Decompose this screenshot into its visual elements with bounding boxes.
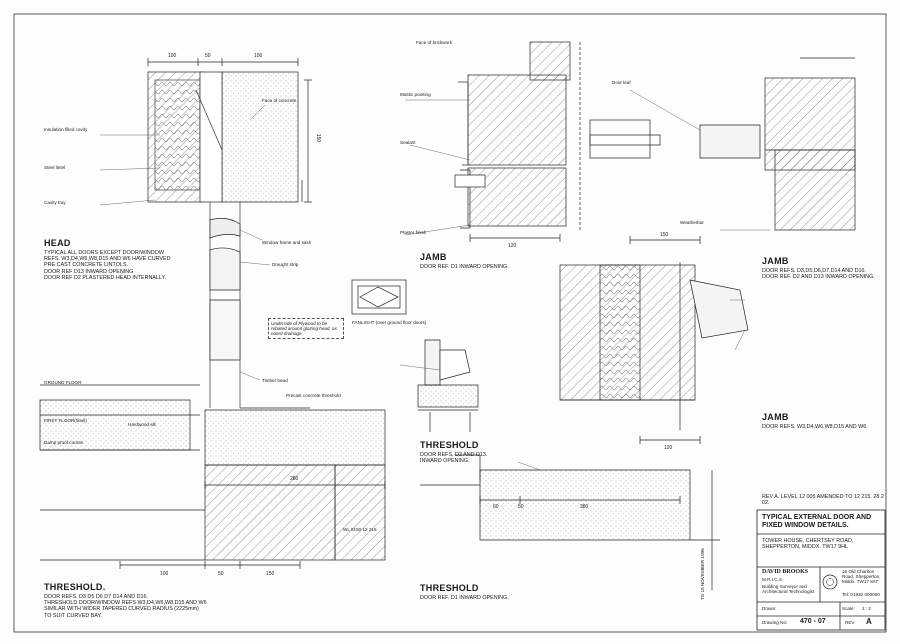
dim-head-100b: 100 <box>254 53 263 59</box>
fanlight-caption: FANLIGHT (over ground floor doors) <box>352 320 427 325</box>
company-address: 16 Old Charlton Road, Shepperton, Middx.… <box>842 569 881 584</box>
threshold-bottom-detail <box>420 454 720 590</box>
threshold-left-title: THRESHOLD. <box>44 582 106 592</box>
callout-face-of-concrete: Face of concrete <box>262 98 297 103</box>
jamb-w-note: DOOR REFS. W3,D4,W6,W8,D15 AND W6. <box>762 424 868 430</box>
scale-value: 1 : 2 <box>862 606 871 611</box>
callout-face-of-brickwork: Face of brickwork <box>416 40 452 45</box>
dim-jamb-d1: 120 <box>508 243 517 249</box>
dim-threshold-b-380: 380 <box>580 504 589 510</box>
callout-underside: Underside of Plywood to be rebated aroun… <box>268 318 344 339</box>
sheet-address: TOWER HOUSE, CHERTSEY ROAD, SHEPPERTON, … <box>762 538 854 551</box>
jamb-d1-detail <box>454 41 571 242</box>
jamb-right-title: JAMB <box>762 256 789 266</box>
head-notes: TYPICAL ALL DOORS EXCEPT DOOR/WINDOW REF… <box>44 250 171 281</box>
callout-weatherbar: Weatherbar <box>680 220 704 225</box>
dim-threshold-280: 280 <box>290 476 299 482</box>
sheet-title: TYPICAL EXTERNAL DOOR AND FIXED WINDOW D… <box>762 514 872 529</box>
threshold-bottom-title: THRESHOLD <box>420 583 479 593</box>
leader-lines <box>99 89 770 471</box>
threshold-left-detail <box>39 384 386 569</box>
jamb-w-detail <box>559 236 749 444</box>
head-title: HEAD <box>44 238 71 248</box>
level-ground-floor: GROUND FLOOR <box>44 380 82 385</box>
threshold-left-level: WL 8150 12 215 <box>343 527 377 532</box>
callout-steel-lintel: Steel lintel <box>44 165 66 170</box>
rev-value: A <box>866 617 872 626</box>
level-first-floor: FIRST FLOOR(lintel) <box>44 418 87 423</box>
revision-note: REV A. LEVEL 12 005 AMENDED TO 12 215. 2… <box>762 494 884 507</box>
company-seal-icon <box>822 574 838 590</box>
dim-threshold-b-50: 50 <box>518 504 524 510</box>
callout-timber-bead: Timber bead <box>262 378 288 383</box>
dim-threshold-150: 150 <box>266 571 275 577</box>
fanlight-detail <box>351 279 407 315</box>
company-tel: Tel: 01932 000000 <box>842 592 880 597</box>
jamb-d1-title: JAMB <box>420 252 447 262</box>
dim-head-50: 50 <box>205 53 211 59</box>
dim-threshold-50: 50 <box>218 571 224 577</box>
callout-damp-proof: Damp proof course <box>44 440 84 445</box>
drawing-no-label: Drawing No: <box>762 620 788 625</box>
drawing-no: 470 - 07 <box>800 618 826 625</box>
callout-mastic: Mastic pointing <box>400 92 431 97</box>
threshold-bottom-note: DOOR REF. D1 INWARD OPENING. <box>420 595 509 601</box>
dim-jamb-w-150: 150 <box>660 232 669 238</box>
threshold-mid-notes: DOOR REFS. D2 AND D13. INWARD OPENING. <box>420 452 488 465</box>
title-block <box>756 509 886 631</box>
company-name: DAVID BROOKS <box>762 569 809 575</box>
callout-window-frame: Window frame and sash <box>262 240 312 245</box>
vertical-ref: TO 15 NOVEMBER 1996 <box>700 548 705 600</box>
dim-threshold-b-60: 60 <box>493 504 499 510</box>
callout-cavity-tray: Cavity tray <box>44 200 66 205</box>
dim-head-100a: 100 <box>168 53 177 59</box>
sheet-border <box>13 13 887 633</box>
company-sub: M.R.I.C.S. <box>762 577 784 582</box>
threshold-mid-title: THRESHOLD <box>420 440 479 450</box>
callout-door-leaf: Door leaf <box>612 80 631 85</box>
callout-draught-strip: Draught strip <box>272 262 299 267</box>
threshold-mid-detail <box>417 339 479 432</box>
dim-jamb-w-120: 120 <box>664 445 673 451</box>
callout-hardwood-sill: Hardwood sill <box>128 422 156 427</box>
drawn-label: Drawn: <box>762 606 777 611</box>
jamb-right-detail <box>579 42 856 232</box>
rev-label: REV <box>845 620 855 625</box>
dim-threshold-100: 100 <box>160 571 169 577</box>
scale-label: Scale: <box>842 606 855 611</box>
jamb-w-title: JAMB <box>762 412 789 422</box>
jamb-right-notes: DOOR REFS. D3,D5,D6,D7,D14 AND D16. DOOR… <box>762 268 875 281</box>
jamb-d1-note: DOOR REF. D1 INWARD OPENING. <box>420 264 509 270</box>
head-detail <box>147 58 312 408</box>
callout-sealant: Sealant <box>400 140 416 145</box>
callout-plaster: Plaster finish <box>400 230 427 235</box>
company-role: Building Surveyor and Architectural Tech… <box>762 584 815 594</box>
callout-concrete-threshold: Precast concrete threshold <box>286 393 341 398</box>
dim-head-side: 150 <box>315 133 322 143</box>
callout-insulation: Insulation filled cavity <box>44 127 88 132</box>
threshold-left-notes: DOOR REFS. D3 D5 D6 D7 D14 AND D16. THRE… <box>44 594 207 619</box>
